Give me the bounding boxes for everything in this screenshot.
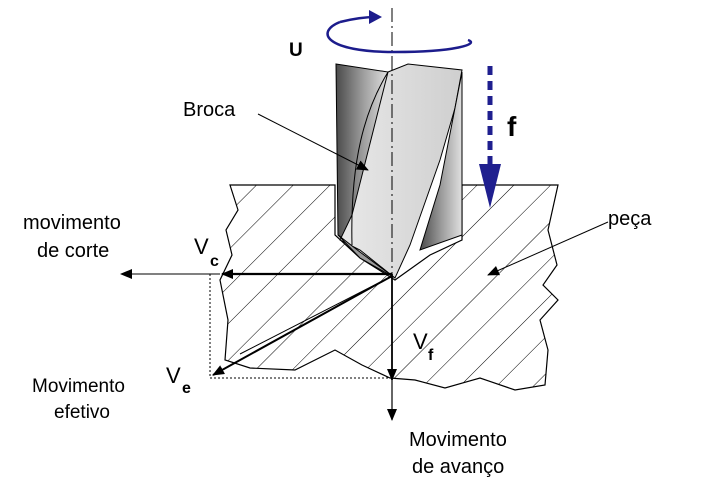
vf-symbol: V — [413, 329, 428, 354]
rotation-arrow — [326, 10, 473, 54]
workpiece — [219, 184, 559, 391]
feed-arrow — [479, 66, 501, 208]
vc-subscript: c — [210, 253, 219, 270]
vc-symbol: V — [194, 234, 209, 259]
feed-motion-label-2: de avanço — [412, 456, 505, 478]
workpiece-label: peça — [608, 208, 652, 230]
feed-motion-label-1: Movimento — [409, 429, 507, 451]
velocity-vectors — [120, 269, 397, 421]
drill-leader-line — [257, 113, 369, 171]
ve-subscript: e — [182, 380, 191, 397]
drill — [335, 63, 463, 279]
vf-subscript: f — [428, 347, 434, 364]
effective-motion-label-2: efetivo — [54, 402, 110, 423]
cutting-motion-label-1: movimento — [23, 212, 121, 234]
workpiece-leader-line — [487, 221, 609, 276]
drill-label: Broca — [183, 99, 236, 121]
effective-motion-label-1: Movimento — [32, 376, 125, 397]
cutting-motion-label-2: de corte — [37, 240, 110, 262]
feed-symbol-label: f — [507, 111, 517, 142]
ve-vector — [212, 275, 393, 376]
ve-symbol: V — [166, 363, 181, 388]
rotation-label: U — [289, 40, 303, 61]
